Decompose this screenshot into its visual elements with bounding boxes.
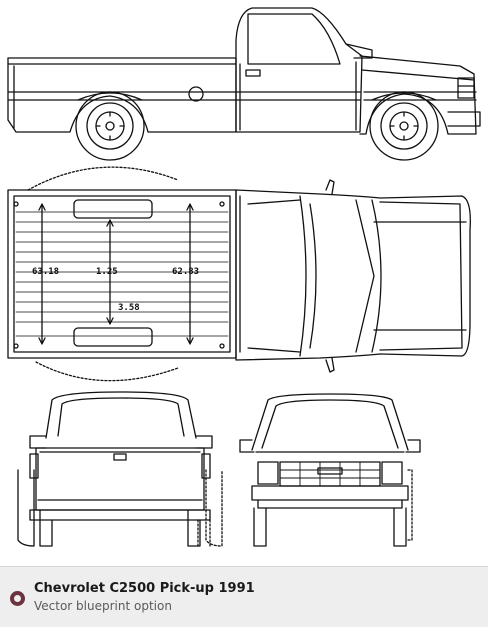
top-view [7,166,471,382]
dimension-label: 3.58 [118,303,140,313]
dimension-label: 1.25 [96,267,118,277]
caption-subtitle: Vector blueprint option [34,599,172,613]
dimension-labels: 63.18 1.25 62.83 3.58 [32,267,199,313]
rear-view [17,391,223,547]
caption-title[interactable]: Chevrolet C2500 Pick-up 1991 [34,581,255,596]
blueprint-option-icon[interactable] [10,591,25,606]
dimension-label: 62.83 [172,267,199,277]
caption-bar: Chevrolet C2500 Pick-up 1991 Vector blue… [0,566,488,627]
front-view [239,393,421,547]
blueprint-drawing: 63.18 1.25 62.83 3.58 [7,7,481,547]
dimension-label: 63.18 [32,267,59,277]
side-view [7,7,481,161]
